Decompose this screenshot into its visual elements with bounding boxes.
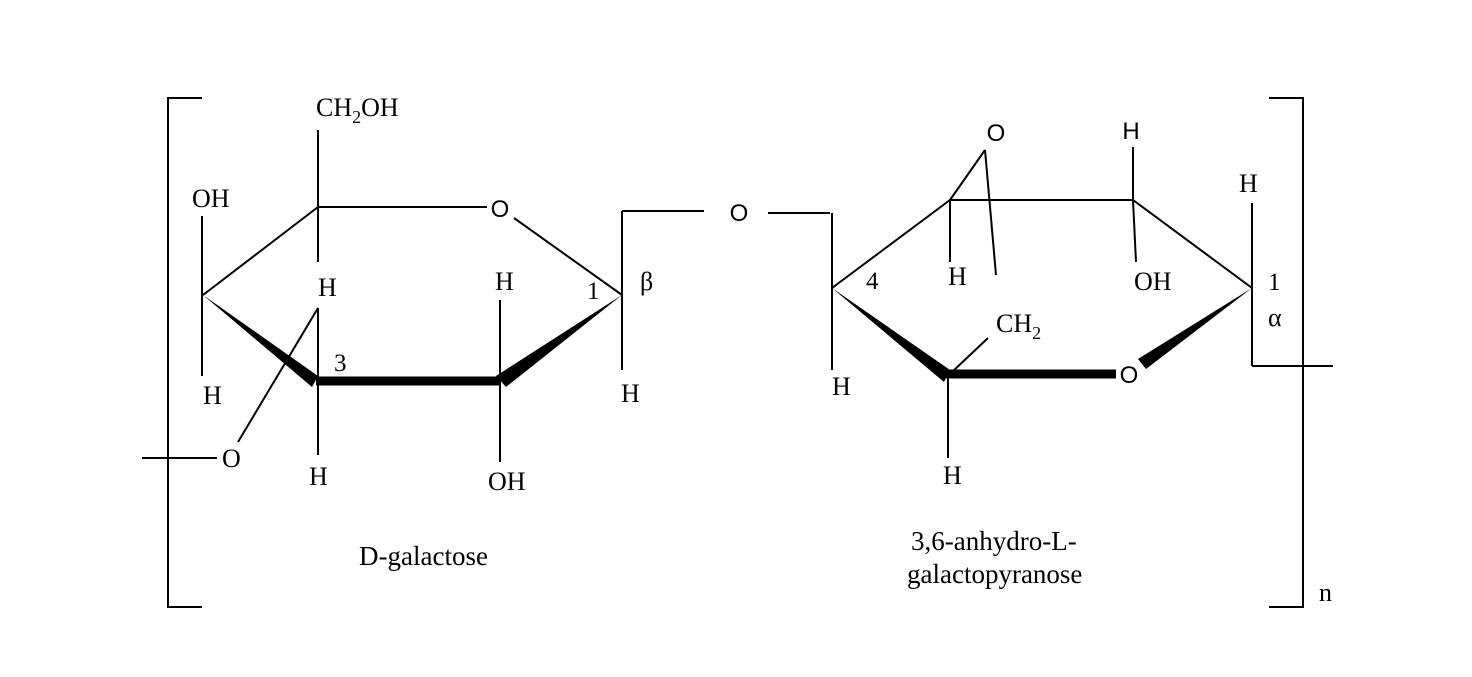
left-bracket xyxy=(167,97,202,608)
anhydro-wedge-left xyxy=(832,288,950,382)
anhydro-ch2-label: CH2 xyxy=(996,309,1041,343)
galactose-wedge-right xyxy=(496,295,622,387)
anhydro-oh: OH xyxy=(1134,267,1172,296)
anhydro-wedge-right xyxy=(1138,288,1252,369)
galactose-h-c3-up: H xyxy=(318,273,337,302)
glycosidic-oxygen: O xyxy=(730,200,749,227)
galactose-ch2oh-label: CH2OH xyxy=(316,93,399,127)
galactose-bridge-oxygen: O xyxy=(222,444,241,473)
galactose-h-c3-down: H xyxy=(309,462,328,491)
galactose-oh-c2: OH xyxy=(488,467,526,496)
right-bracket xyxy=(1269,97,1304,608)
galactose-ring xyxy=(142,130,704,462)
anhydro-ring-oxygen: O xyxy=(1120,362,1139,389)
repeat-index-n: n xyxy=(1319,578,1332,607)
galactose-c1-label: 1 xyxy=(587,278,600,305)
galactose-wedge-left xyxy=(203,295,318,387)
anhydro-c4-label: 4 xyxy=(866,268,879,295)
anhydro-h-c3: H xyxy=(948,262,967,291)
galactose-beta-label: β xyxy=(640,267,653,296)
anhydro-c1-label: 1 xyxy=(1268,269,1281,296)
anhydro-caption-line2: galactopyranose xyxy=(907,559,1082,589)
anhydro-bridge-oxygen: O xyxy=(987,120,1006,147)
anhydro-h-c1: H xyxy=(1239,169,1258,198)
anhydro-h-c5: H xyxy=(943,461,962,490)
galactose-caption: D-galactose xyxy=(359,541,488,571)
anhydro-caption-line1: 3,6-anhydro-L- xyxy=(911,526,1077,556)
anhydro-h-c4: H xyxy=(832,372,851,401)
galactose-oh-c4: OH xyxy=(192,184,230,213)
galactose-h-c2: H xyxy=(495,267,514,296)
galactose-h-c1: H xyxy=(621,379,640,408)
galactose-c3-label: 3 xyxy=(334,350,347,377)
galactose-ring-oxygen: O xyxy=(491,196,510,223)
galactose-h-c4: H xyxy=(203,381,222,410)
anhydro-ring xyxy=(831,147,1333,458)
anhydro-h-top: H xyxy=(1122,118,1139,145)
anhydro-alpha-label: α xyxy=(1268,303,1282,332)
